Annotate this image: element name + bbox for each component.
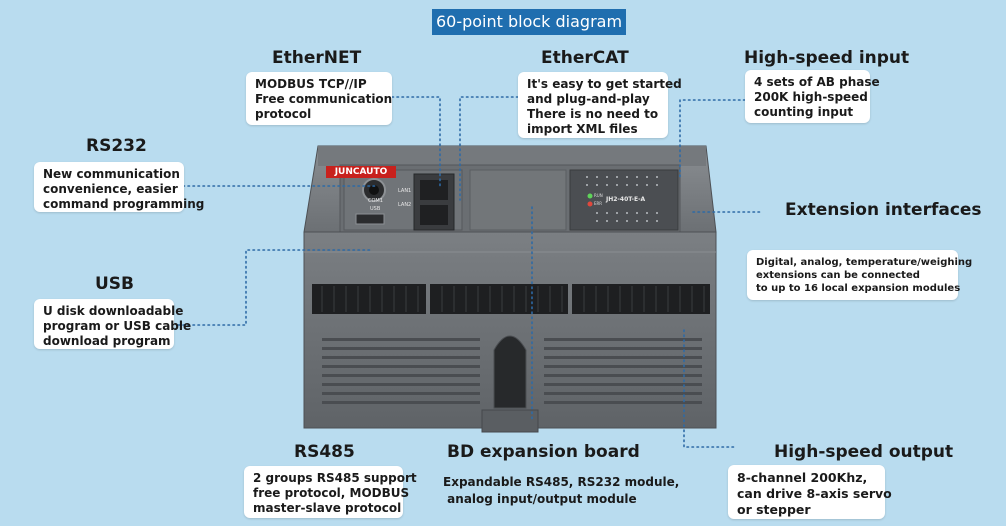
led-label-run: RUN	[594, 193, 603, 198]
ethernet-line: protocol	[255, 107, 312, 121]
bd-heading: BD expansion board	[447, 442, 640, 462]
bd-text: Expandable RS485, RS232 module, analog i…	[443, 474, 679, 508]
rs485-box: 2 groups RS485 support free protocol, MO…	[244, 466, 417, 518]
brand-label: JUNCAUTO	[334, 167, 388, 177]
page-title: 60-point block diagram	[432, 9, 626, 35]
brand-badge	[326, 166, 396, 178]
port-label-com1: COM1	[368, 198, 383, 204]
ethercat-line: It's easy to get started	[527, 77, 682, 91]
highspeed-input-line: 4 sets of AB phase	[754, 75, 880, 89]
led-panel	[569, 169, 679, 231]
extension-line: to up to 16 local expansion modules	[756, 283, 961, 294]
rs485-line: 2 groups RS485 support	[253, 471, 417, 485]
extension-line: Digital, analog, temperature/weighing	[756, 257, 973, 268]
extension-line: extensions can be connected	[756, 270, 920, 281]
rs485-line: master-slave protocol	[253, 501, 402, 515]
ethernet-box: MODBUS TCP//IP Free communication protoc…	[246, 72, 392, 125]
extension-heading: Extension interfaces	[785, 200, 982, 220]
usb-line: U disk downloadable	[43, 304, 184, 318]
ethercat-line: import XML files	[527, 122, 638, 136]
connector-ethernet	[391, 96, 441, 187]
connector-usb	[177, 249, 373, 326]
connector-highspeed-input	[679, 99, 746, 179]
bd-expansion-slot	[493, 335, 527, 409]
rs232-line: convenience, easier	[43, 182, 178, 196]
highspeed-output-line: or stepper	[737, 502, 811, 517]
vents-left	[322, 338, 480, 404]
model-label: JH2-40T-E-A	[606, 196, 646, 203]
usb-line: download program	[43, 334, 171, 348]
ethercat-line: and plug-and-play	[527, 92, 650, 106]
highspeed-input-box: 4 sets of AB phase 200K high-speed count…	[745, 70, 880, 123]
ethernet-line: Free communication	[255, 92, 393, 106]
err-led	[587, 201, 593, 207]
highspeed-input-heading: High-speed input	[744, 48, 910, 68]
usb-port	[355, 213, 385, 225]
port-label-lan1: LAN1	[398, 188, 412, 194]
ethercat-line: There is no need to	[527, 107, 659, 121]
din-clip	[481, 409, 539, 433]
terminal-strip-right	[572, 284, 710, 314]
vents-right	[544, 338, 702, 404]
terminal-strip-middle	[430, 284, 568, 314]
rs232-heading: RS232	[86, 136, 147, 156]
terminal-strip-left	[312, 284, 426, 314]
usb-box: U disk downloadable program or USB cable…	[34, 299, 192, 349]
port-label-usb: USB	[370, 206, 381, 212]
highspeed-output-box: 8-channel 200Khz, can drive 8-axis servo…	[728, 465, 892, 519]
connector-ethercat	[459, 96, 519, 201]
ethernet-line: MODBUS TCP//IP	[255, 77, 367, 91]
highspeed-input-line: 200K high-speed	[754, 90, 868, 104]
bd-line: Expandable RS485, RS232 module,	[443, 475, 680, 489]
highspeed-output-heading: High-speed output	[774, 442, 954, 462]
usb-line: program or USB cable	[43, 319, 192, 333]
highspeed-input-line: counting input	[754, 105, 854, 119]
rs232-line: New communication	[43, 167, 180, 181]
ethercat-heading: EtherCAT	[541, 48, 629, 68]
rs485-line: free protocol, MODBUS	[253, 486, 410, 500]
port-label-lan2: LAN2	[398, 202, 412, 208]
run-led	[587, 193, 593, 199]
rs485-heading: RS485	[294, 442, 355, 462]
rs232-box: New communication convenience, easier co…	[34, 162, 205, 212]
highspeed-output-line: 8-channel 200Khz,	[737, 470, 868, 485]
bd-line: analog input/output module	[443, 492, 637, 506]
connector-highspeed-output	[683, 329, 736, 448]
ethernet-heading: EtherNET	[272, 48, 362, 68]
ethercat-box: It's easy to get started and plug-and-pl…	[518, 72, 682, 138]
usb-heading: USB	[95, 274, 135, 294]
device-top-ridge	[318, 146, 706, 166]
led-label-err: ERR	[594, 201, 603, 206]
extension-box: Digital, analog, temperature/weighing ex…	[747, 250, 973, 300]
rs232-line: command programming	[43, 197, 205, 211]
highspeed-output-line: can drive 8-axis servo	[737, 486, 892, 501]
